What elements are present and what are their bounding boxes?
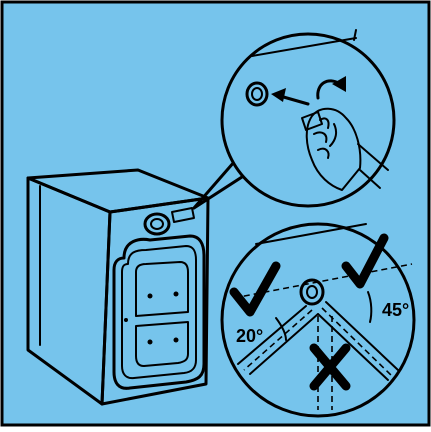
angle-label-left: 20° xyxy=(236,326,263,346)
screw xyxy=(174,338,179,343)
detail-circle-bottom: 20° 45° xyxy=(222,224,414,416)
screw xyxy=(148,340,153,345)
screw xyxy=(148,294,153,299)
angle-label-right: 45° xyxy=(382,300,409,320)
detail-circle-top-border xyxy=(222,34,394,206)
screw xyxy=(174,292,179,297)
screw xyxy=(124,318,128,322)
